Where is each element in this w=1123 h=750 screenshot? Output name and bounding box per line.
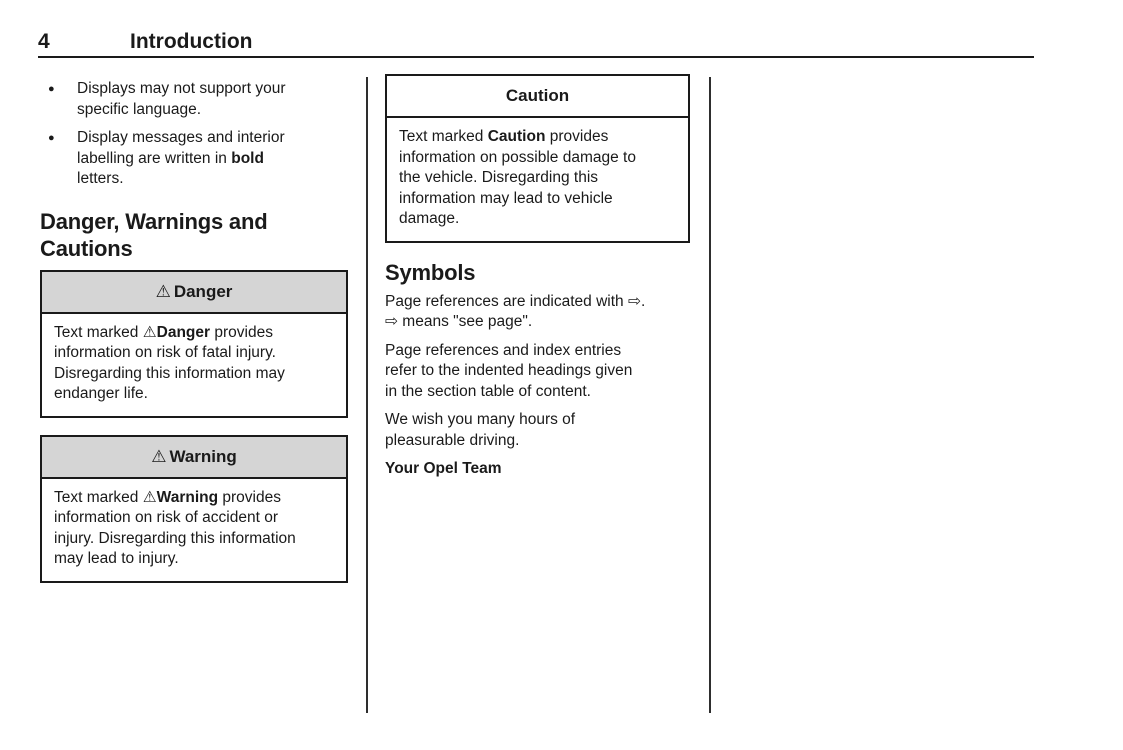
bullet-text: Display messages and interior labelling … (77, 129, 285, 187)
bullet-text: Displays may not support your specific l… (77, 80, 286, 118)
left-column: ● Displays may not support your specific… (40, 79, 350, 583)
column-divider-right (709, 77, 711, 713)
danger-box-body: Text marked ⚠Danger provides information… (54, 323, 285, 403)
signature-opel-team: Your Opel Team (385, 460, 502, 477)
bullet-list: ● Displays may not support your specific… (40, 79, 350, 190)
warning-box: ⚠Warning Text marked ⚠Warning provides i… (40, 434, 348, 583)
bullet-icon: ● (48, 83, 55, 95)
paragraph-index-entries: Page references and index entries refer … (385, 341, 633, 400)
warning-box-title-label: Warning (169, 446, 237, 466)
danger-box: ⚠Danger Text marked ⚠Danger provides inf… (40, 269, 348, 418)
warning-triangle-icon: ⚠ (142, 488, 157, 506)
list-item: ● Displays may not support your specific… (40, 79, 350, 120)
paragraph-pleasurable-driving: We wish you many hours of pleasurable dr… (385, 411, 576, 449)
warning-triangle-icon: ⚠ (155, 281, 171, 301)
warning-triangle-icon: ⚠ (151, 446, 167, 466)
header-rule (38, 56, 1034, 58)
bullet-icon: ● (48, 132, 55, 144)
middle-column: Caution Text marked Caution provides inf… (385, 74, 698, 480)
warning-box-title: ⚠Warning (42, 436, 346, 479)
section-heading-symbols: Symbols (385, 259, 476, 285)
warning-triangle-icon: ⚠ (142, 323, 157, 341)
column-divider-left (366, 77, 368, 713)
section-heading-danger-warnings-cautions: Danger, Warnings and Cautions (40, 208, 268, 261)
danger-box-title: ⚠Danger (42, 271, 346, 314)
page-title: Introduction (130, 30, 253, 53)
caution-box: Caution Text marked Caution provides inf… (385, 74, 690, 243)
paragraph-page-references: Page references are indicated with ⇨. ⇨ … (385, 292, 646, 331)
list-item: ● Display messages and interior labellin… (40, 128, 350, 190)
page-number: 4 (38, 30, 50, 53)
warning-box-body: Text marked ⚠Warning provides informatio… (54, 488, 296, 568)
caution-box-body: Text marked Caution provides information… (399, 128, 636, 227)
caution-box-title: Caution (387, 76, 688, 118)
danger-box-title-label: Danger (173, 281, 233, 301)
